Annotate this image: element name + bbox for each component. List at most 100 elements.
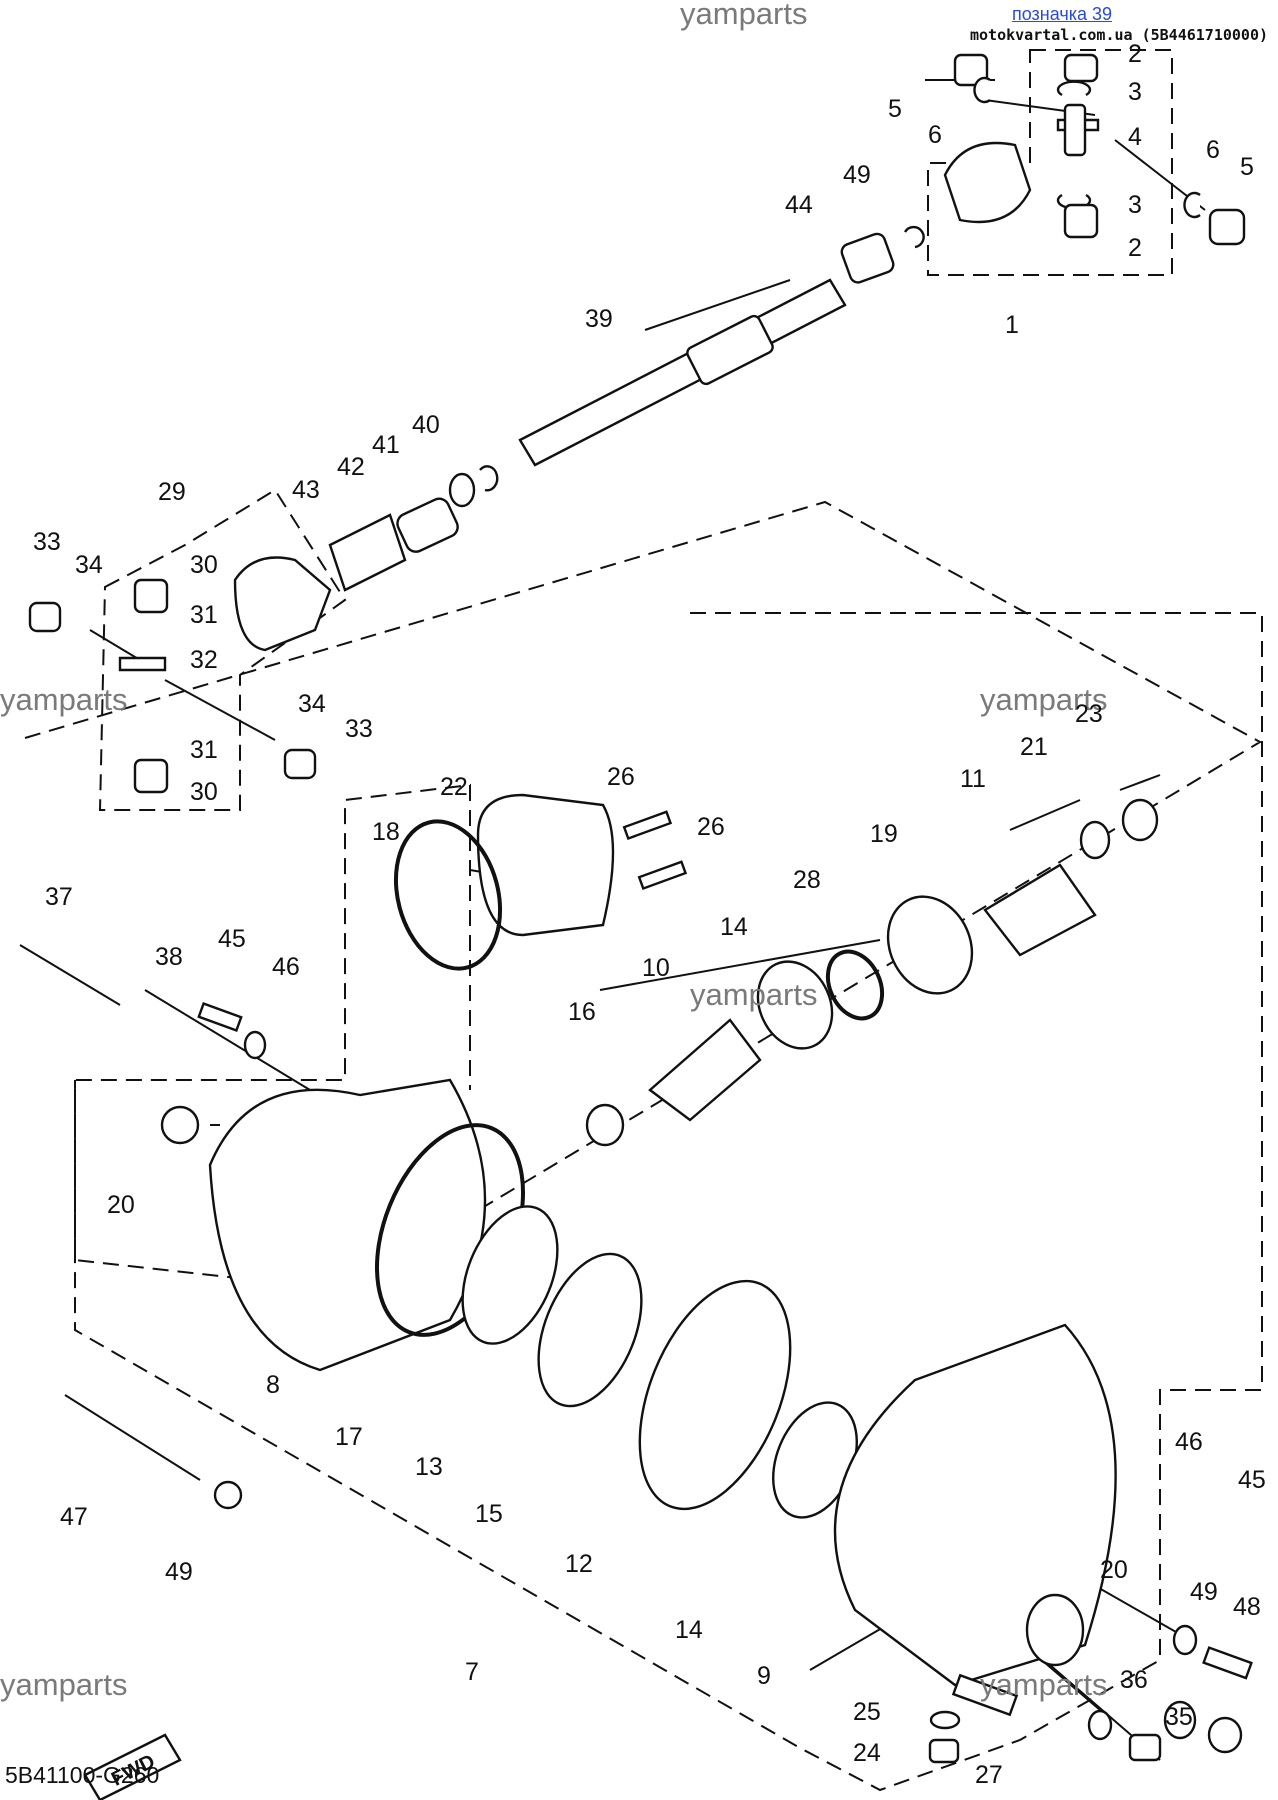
drain-bolt-part xyxy=(1128,1733,1162,1762)
bearing-cup-part xyxy=(1063,53,1099,83)
leader-line xyxy=(1009,799,1081,831)
washer-part xyxy=(1163,1700,1197,1740)
callout-24: 24 xyxy=(853,1739,881,1767)
gear-case-cover-part xyxy=(833,1323,1117,1687)
shaft-collar-part xyxy=(686,314,774,386)
callout-47: 47 xyxy=(60,1503,88,1531)
shim-part xyxy=(461,1205,559,1345)
callout-11: 11 xyxy=(960,765,986,793)
outline-assembly-1 xyxy=(927,49,1173,276)
boot-part xyxy=(328,513,407,592)
bolt-part xyxy=(1202,1646,1253,1680)
callout-30: 30 xyxy=(190,778,218,806)
callout-34: 34 xyxy=(298,690,326,718)
callout-43: 43 xyxy=(292,476,320,504)
callout-31: 31 xyxy=(190,601,218,629)
callout-36: 36 xyxy=(1120,1666,1148,1694)
callout-28: 28 xyxy=(793,866,821,894)
circlip-part xyxy=(1056,80,1092,97)
callout-46: 46 xyxy=(1175,1428,1203,1456)
oil-seal-part xyxy=(160,1105,200,1145)
callout-14: 14 xyxy=(720,913,748,941)
callout-6: 6 xyxy=(1206,136,1220,164)
callout-25: 25 xyxy=(853,1698,881,1726)
callout-33: 33 xyxy=(345,715,373,743)
bolt-part xyxy=(622,810,673,841)
callout-6: 6 xyxy=(928,121,942,149)
bearing-part xyxy=(537,1252,643,1408)
bearing-cup-part xyxy=(1063,203,1099,239)
callout-32: 32 xyxy=(190,646,218,674)
callout-23: 23 xyxy=(1075,700,1103,728)
leader-line xyxy=(144,989,311,1091)
parts xyxy=(19,53,1253,1800)
oil-seal-part xyxy=(886,895,974,995)
watermark: yamparts xyxy=(0,682,127,717)
callout-3: 3 xyxy=(1128,191,1142,219)
leader-line xyxy=(599,939,881,991)
washer-part xyxy=(448,472,476,508)
watermarks: yamparts yamparts yamparts yamparts yamp… xyxy=(0,0,1107,1702)
clip-part xyxy=(903,225,925,249)
callout-1: 1 xyxy=(1005,311,1019,339)
oil-seal-part xyxy=(1025,1593,1085,1667)
bearing-cup-part xyxy=(133,578,169,614)
bearing-cup-part xyxy=(28,601,62,633)
washer-part xyxy=(213,1480,243,1510)
o-ring-part xyxy=(393,819,503,971)
callout-41: 41 xyxy=(372,431,400,459)
callout-49: 49 xyxy=(843,161,871,189)
callout-16: 16 xyxy=(568,998,596,1026)
leader-line xyxy=(644,279,791,331)
yoke-part xyxy=(983,863,1097,957)
site-caption: motokvartal.com.ua (5B4461710000) xyxy=(970,26,1268,45)
outline-large-group xyxy=(24,500,1263,1292)
callout-26: 26 xyxy=(697,813,725,841)
callout-40: 40 xyxy=(412,411,440,439)
callout-13: 13 xyxy=(415,1453,443,1481)
watermark: yamparts xyxy=(680,0,807,31)
housing-part xyxy=(476,793,615,937)
callout-14: 14 xyxy=(675,1616,703,1644)
bearing-part xyxy=(585,1103,625,1147)
bearing-cup-part xyxy=(953,53,989,87)
callout-17: 17 xyxy=(335,1423,363,1451)
diagram-reference-link[interactable]: позначка 39 xyxy=(1011,4,1112,24)
circlip-part xyxy=(825,949,885,1021)
site-caption-text: motokvartal.com.ua (5B4461710000) xyxy=(969,26,1268,44)
callout-49: 49 xyxy=(165,1558,193,1586)
callout-7: 7 xyxy=(465,1658,479,1686)
yoke-part xyxy=(233,556,332,652)
leader-line xyxy=(89,629,141,661)
callout-39: 39 xyxy=(585,305,613,333)
leader-line xyxy=(164,679,276,741)
diagram-code: 5B41100-G260 xyxy=(5,1762,159,1788)
bearing-cup-part xyxy=(1208,208,1246,246)
callout-2: 2 xyxy=(1128,234,1142,262)
callout-26: 26 xyxy=(607,763,635,791)
callout-42: 42 xyxy=(337,453,365,481)
washer-part xyxy=(1172,1624,1198,1656)
callout-37: 37 xyxy=(45,883,73,911)
callout-20: 20 xyxy=(107,1191,135,1219)
bolt-part xyxy=(951,1673,1019,1717)
circlip-part xyxy=(1183,191,1201,219)
long-bolt-part xyxy=(64,1394,201,1481)
watermark: yamparts xyxy=(690,977,817,1012)
washer-part xyxy=(243,1030,267,1060)
bearing-cup-part xyxy=(133,758,169,794)
callout-2: 2 xyxy=(1128,40,1142,68)
callout-30: 30 xyxy=(190,551,218,579)
callout-3: 3 xyxy=(1128,78,1142,106)
clip-part xyxy=(479,465,499,492)
callout-12: 12 xyxy=(565,1550,593,1578)
drive-shaft-part xyxy=(518,278,847,467)
washer-part xyxy=(1079,820,1111,860)
leader-line xyxy=(1119,774,1161,791)
pinion-gear-part xyxy=(648,1018,762,1122)
gasket-part xyxy=(929,1710,961,1730)
callout-31: 31 xyxy=(190,736,218,764)
ring-gear-part xyxy=(638,1279,792,1511)
callout-18: 18 xyxy=(372,818,400,846)
